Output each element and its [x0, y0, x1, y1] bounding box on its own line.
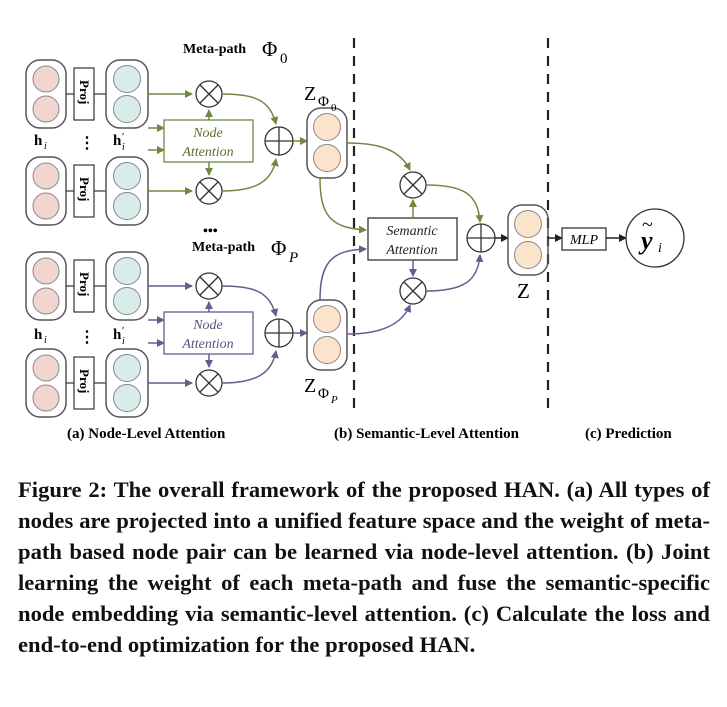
multiply-node — [399, 171, 427, 199]
svg-text:i: i — [122, 336, 125, 347]
plus-node — [264, 126, 294, 156]
label-h-i: h i — [34, 133, 47, 152]
svg-text:Attention: Attention — [181, 337, 233, 352]
svg-text:h: h — [113, 133, 122, 149]
z-embedding — [507, 204, 549, 276]
group-top: Proj Proj h i ⋮ h ′ i — [25, 59, 348, 226]
section-b-label: (b) Semantic-Level Attention — [334, 426, 520, 442]
meta-path-bottom-label: Meta-path Φ P — [192, 236, 298, 266]
svg-text:P: P — [288, 250, 298, 266]
mlp-box — [561, 227, 607, 251]
vertical-dots: ⋮ — [79, 135, 95, 152]
meta-path-top-label: Meta-path Φ 0 — [183, 37, 288, 67]
svg-text:Attention: Attention — [181, 145, 233, 160]
svg-text:′: ′ — [122, 131, 124, 143]
svg-text:h: h — [34, 327, 43, 343]
multiply-node — [195, 272, 223, 300]
vertical-dots: ⋮ — [79, 329, 95, 346]
label-h-i: h i — [34, 327, 47, 346]
svg-text:y: y — [638, 226, 653, 255]
svg-text:MLP: MLP — [569, 233, 598, 248]
svg-text:i: i — [122, 142, 125, 153]
semantic-attention-box — [367, 217, 458, 261]
svg-text:Node: Node — [192, 318, 223, 333]
horizontal-dots: ••• — [203, 224, 218, 239]
svg-text:Φ: Φ — [318, 94, 329, 110]
han-framework-diagram: Meta-path Φ 0 Meta-path Φ P Proj Proj — [25, 37, 685, 442]
node-attention-box — [163, 119, 254, 163]
z-phip-label: Z Φ P — [304, 375, 338, 406]
section-c-label: (c) Prediction — [585, 426, 672, 442]
svg-text:Φ: Φ — [271, 236, 286, 260]
svg-text:0: 0 — [280, 51, 288, 67]
svg-text:Attention: Attention — [385, 243, 437, 258]
prediction: MLP y ~ i — [548, 208, 685, 268]
svg-text:Proj: Proj — [77, 177, 92, 201]
caption-text: The overall framework of the proposed HA… — [18, 477, 710, 657]
svg-text:Φ: Φ — [318, 386, 329, 402]
plus-node — [466, 223, 496, 253]
svg-text:Proj: Proj — [77, 80, 92, 104]
z-phi0-label: Z Φ 0 — [304, 83, 337, 114]
section-a-label: (a) Node-Level Attention — [67, 426, 226, 442]
svg-text:h: h — [113, 327, 122, 343]
svg-text:Node: Node — [192, 126, 223, 141]
plus-node — [264, 318, 294, 348]
multiply-node — [195, 369, 223, 397]
svg-text:i: i — [658, 241, 662, 256]
label-h-i-prime: h ′ i — [113, 131, 125, 153]
svg-text:′: ′ — [122, 325, 124, 337]
svg-text:Meta-path: Meta-path — [192, 240, 255, 255]
label-h-i-prime: h ′ i — [113, 325, 125, 347]
figure-caption: Figure 2: The overall framework of the p… — [18, 474, 710, 660]
multiply-node — [399, 277, 427, 305]
svg-text:0: 0 — [331, 102, 337, 114]
svg-text:Z: Z — [304, 375, 316, 397]
multiply-node — [195, 177, 223, 205]
multiply-node — [195, 80, 223, 108]
svg-text:Semantic: Semantic — [386, 224, 438, 239]
group-bottom: Proj Proj h i ⋮ h ′ i — [25, 251, 348, 418]
caption-label: Figure 2: — [18, 477, 108, 502]
svg-text:Z: Z — [304, 83, 316, 105]
z-label: Z — [517, 279, 530, 303]
y-tilde-label: y ~ i — [638, 214, 662, 256]
svg-text:i: i — [44, 141, 47, 152]
svg-text:Proj: Proj — [77, 369, 92, 393]
semantic-level: Semantic Attention Z — [319, 142, 549, 335]
svg-text:h: h — [34, 133, 43, 149]
svg-text:P: P — [330, 394, 338, 406]
svg-text:~: ~ — [642, 214, 653, 236]
svg-text:i: i — [44, 335, 47, 346]
svg-text:Φ: Φ — [262, 37, 277, 61]
svg-text:Proj: Proj — [77, 272, 92, 296]
z-phip-embedding — [306, 299, 348, 371]
svg-text:Meta-path: Meta-path — [183, 42, 246, 57]
output-node — [625, 208, 685, 268]
